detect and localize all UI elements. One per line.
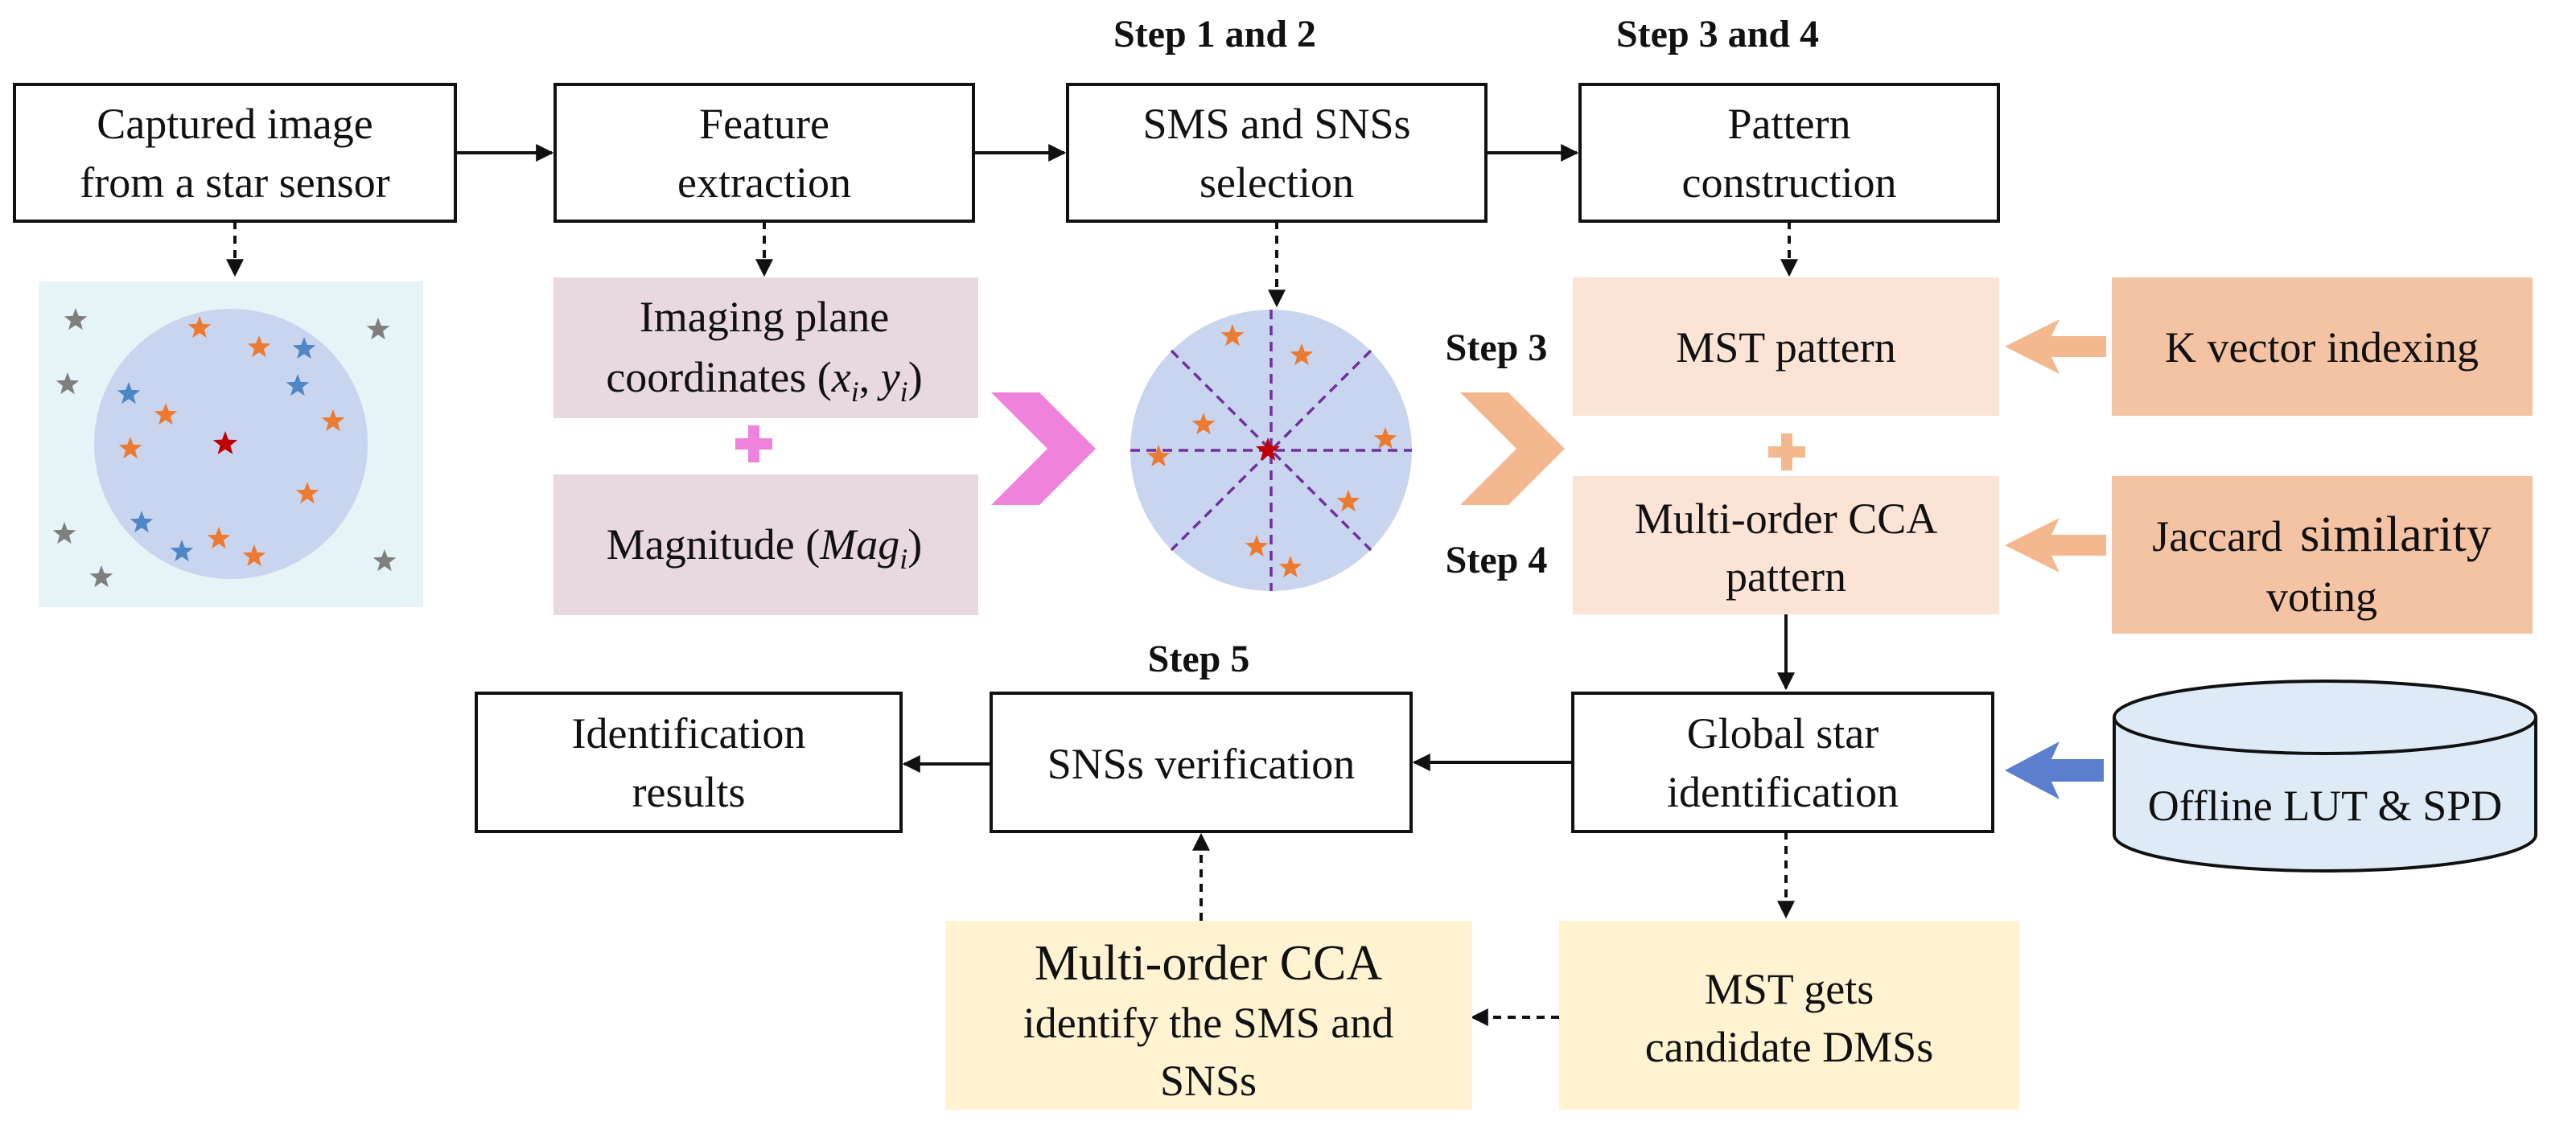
sms-selection-line1: SMS and SNSs: [1142, 100, 1410, 148]
cca-pattern-line1: Multi-order CCA: [1635, 495, 1937, 543]
star-icon: [118, 437, 142, 459]
star-icon: [130, 511, 154, 533]
star-icon: [1191, 413, 1216, 435]
cca-pattern-box: Multi-order CCA pattern: [1573, 476, 1999, 614]
star-icon: [1245, 535, 1269, 557]
offline-lut-text: Offline LUT & SPD: [2148, 782, 2503, 830]
mst-candidate-line1: MST gets: [1705, 965, 1874, 1013]
star-icon: [295, 482, 319, 504]
database-cylinder: Offline LUT & SPD: [2113, 680, 2537, 873]
captured-image-box: Captured image from a star sensor: [13, 83, 457, 223]
imaging-plane-line1: Imaging plane: [640, 293, 889, 341]
pattern-construction-line2: construction: [1682, 158, 1897, 207]
pattern-construction-line1: Pattern: [1728, 100, 1851, 148]
plus-sign-pink: [735, 425, 772, 462]
star-icon: [1373, 427, 1397, 450]
star-icon: [286, 374, 310, 396]
step-4-label: Step 4: [1446, 539, 1548, 581]
star-icon: [247, 335, 271, 358]
magnitude-text: Magnitude (Magi): [607, 520, 922, 575]
star-icon: [1290, 343, 1314, 366]
star-icon: [117, 382, 141, 404]
step-3-label: Step 3: [1446, 326, 1548, 369]
star-icon: [242, 544, 266, 567]
feature-extraction-line1: Feature: [699, 100, 829, 148]
step-5-label: Step 5: [1148, 638, 1250, 680]
star-icon: [372, 549, 397, 572]
global-line2: identification: [1667, 768, 1899, 816]
step-1-2-label: Step 1 and 2: [1113, 13, 1316, 55]
multi-identify-line1: Multi-order CCA: [1035, 936, 1382, 991]
star-icon: [292, 337, 316, 359]
global-identification-box: Global star identification: [1571, 692, 1994, 833]
mst-pattern-text: MST pattern: [1676, 323, 1895, 372]
magnitude-box: Magnitude (Magi): [553, 474, 978, 615]
chevron-peach-icon: [1460, 392, 1565, 505]
arrow-left-orange-1: [2005, 319, 2106, 374]
star-icon: [1278, 556, 1302, 578]
star-icon: [366, 318, 390, 340]
star-icon: [1255, 437, 1281, 461]
star-icon: [52, 522, 76, 544]
sns-verification-box: SNSs verification: [990, 692, 1413, 833]
star-icon: [187, 316, 212, 339]
star-icon: [1336, 490, 1360, 512]
star-icon: [56, 372, 80, 395]
feature-extraction-line2: extraction: [677, 158, 851, 207]
selected-stars: [1146, 324, 1397, 578]
mst-candidate-box: MST gets candidate DMSs: [1559, 921, 2019, 1110]
multi-identify-line3: SNSs: [1160, 1057, 1257, 1105]
arrow-left-orange-2: [2005, 518, 2106, 573]
results-line2: results: [632, 768, 746, 816]
sms-selection-line2: selection: [1200, 158, 1354, 207]
sms-selection-box: SMS and SNSs selection: [1066, 83, 1488, 223]
chevron-pink-icon: [991, 392, 1096, 505]
star-icon: [154, 403, 178, 425]
star-field: [52, 308, 397, 588]
k-vector-text: K vector indexing: [2165, 323, 2479, 372]
multi-order-identify-box: Multi-order CCA identify the SMS and SNS…: [945, 921, 1472, 1110]
sns-verification-text: SNSs verification: [1047, 740, 1355, 788]
plus-sign-peach: [1768, 433, 1805, 470]
captured-image-line2: from a star sensor: [80, 158, 389, 207]
results-line1: Identification: [572, 709, 806, 758]
star-icon: [1146, 445, 1171, 467]
selection-circle: [1130, 310, 1412, 591]
mst-pattern-box: MST pattern: [1573, 277, 1999, 416]
identification-results-box: Identification results: [475, 692, 903, 833]
star-image-panel: [39, 281, 423, 607]
star-icon: [64, 308, 88, 331]
star-icon: [89, 565, 113, 588]
step-3-4-label: Step 3 and 4: [1616, 13, 1819, 55]
global-line1: Global star: [1687, 709, 1879, 758]
cca-pattern-line2: pattern: [1726, 552, 1846, 601]
star-icon: [1220, 324, 1245, 347]
k-vector-box: K vector indexing: [2112, 277, 2533, 416]
feature-extraction-box: Feature extraction: [553, 83, 975, 223]
star-icon: [170, 540, 194, 562]
captured-image-line1: Captured image: [97, 100, 372, 148]
star-icon: [212, 431, 238, 454]
jaccard-line2: voting: [2266, 573, 2377, 621]
imaging-plane-line2: coordinates (xi, yi): [606, 353, 922, 408]
pattern-construction-box: Pattern construction: [1578, 83, 2000, 223]
arrow-left-blue: [2005, 741, 2104, 799]
star-icon: [207, 527, 231, 549]
star-icon: [321, 409, 345, 432]
mst-candidate-line2: candidate DMSs: [1645, 1023, 1933, 1071]
multi-identify-line2: identify the SMS and: [1023, 999, 1393, 1047]
imaging-plane-box: Imaging plane coordinates (xi, yi): [553, 277, 978, 418]
